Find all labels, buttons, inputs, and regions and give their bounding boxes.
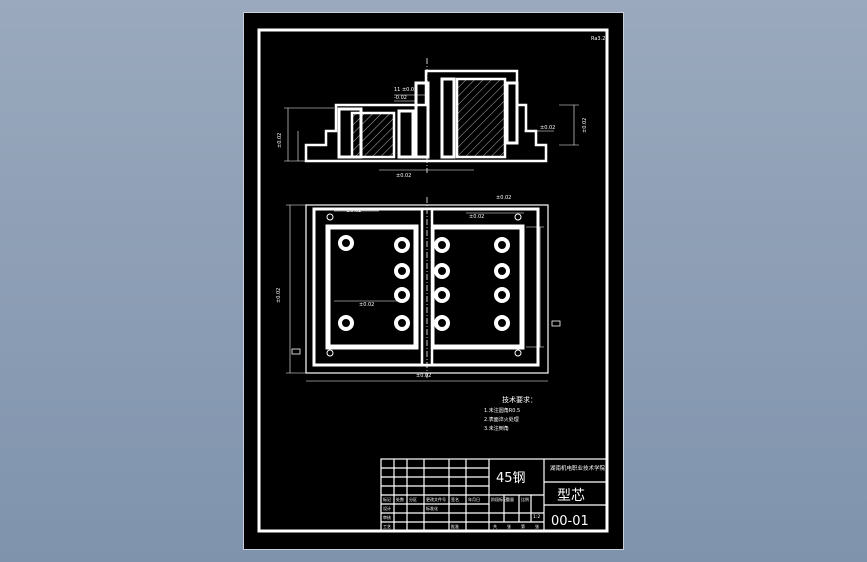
title-block [380, 458, 608, 532]
tb-label-ratio: 比例 [521, 496, 529, 502]
notes-line-1: 1.未注圆角R0.5 [484, 407, 520, 414]
dim-top2: -0.02 [394, 95, 407, 101]
tb-label-sign: 签名 [451, 496, 459, 502]
drawing-canvas: Ra3.2 [257, 28, 609, 533]
tb-label-mark: 标记 [383, 496, 391, 502]
plan-dim-upper: ±0.02 [496, 195, 511, 201]
dim-top1: 11 ±0.02 [394, 87, 417, 93]
plan-dim-left-vertical: ±0.02 [276, 288, 282, 303]
tb-label-change: 更改文件号 [426, 496, 446, 502]
tb-label-standard: 标准化 [426, 505, 438, 511]
roughness-mark: Ra3.2 [591, 36, 605, 42]
notes-line-2: 2.表面淬火处理 [484, 416, 519, 423]
dim-right-vertical: ±0.02 [582, 118, 588, 133]
tb-label-review: 审核 [383, 514, 391, 520]
plan-dim-mid: ±0.02 [346, 208, 361, 214]
tb-label-design: 设计 [383, 505, 391, 511]
tb-label-sheets: 张 [507, 523, 511, 529]
tb-label-weight: 重量 [506, 496, 514, 502]
plan-dim-hole: ±0.02 [359, 302, 374, 308]
plan-dim-upper2: ±0.02 [469, 214, 484, 220]
dim-bottom: ±0.02 [396, 173, 411, 179]
tb-label-approve: 批准 [451, 523, 459, 529]
dim-left: ±0.02 [277, 133, 283, 148]
tb-label-no: 第 [521, 523, 525, 529]
drawing-sheet: Ra3.2 [243, 12, 624, 550]
notes-title: 技术要求： [502, 395, 537, 404]
tb-label-total: 共 [493, 523, 497, 529]
plan-view [286, 197, 561, 382]
notes-line-3: 3.未注倒角 [484, 425, 509, 432]
material-text: 45钢 [496, 471, 526, 486]
drawing-number-text: 00-01 [551, 514, 589, 529]
school-text: 湖南机电职业技术学院 [550, 464, 606, 472]
tb-label-sheet: 张 [535, 523, 539, 529]
plan-dim-bottom: ±0.02 [416, 373, 431, 379]
tb-label-date: 年月日 [468, 496, 480, 502]
tb-label-zone: 分区 [409, 496, 417, 502]
scale-text: 1:2 [533, 514, 540, 520]
tb-label-stage: 阶段标记 [491, 496, 507, 502]
part-name-text: 型芯 [557, 488, 585, 504]
section-view [284, 58, 579, 173]
tb-label-count: 处数 [396, 496, 404, 502]
tb-label-process: 工艺 [383, 524, 391, 529]
dim-right: ±0.02 [540, 125, 555, 131]
